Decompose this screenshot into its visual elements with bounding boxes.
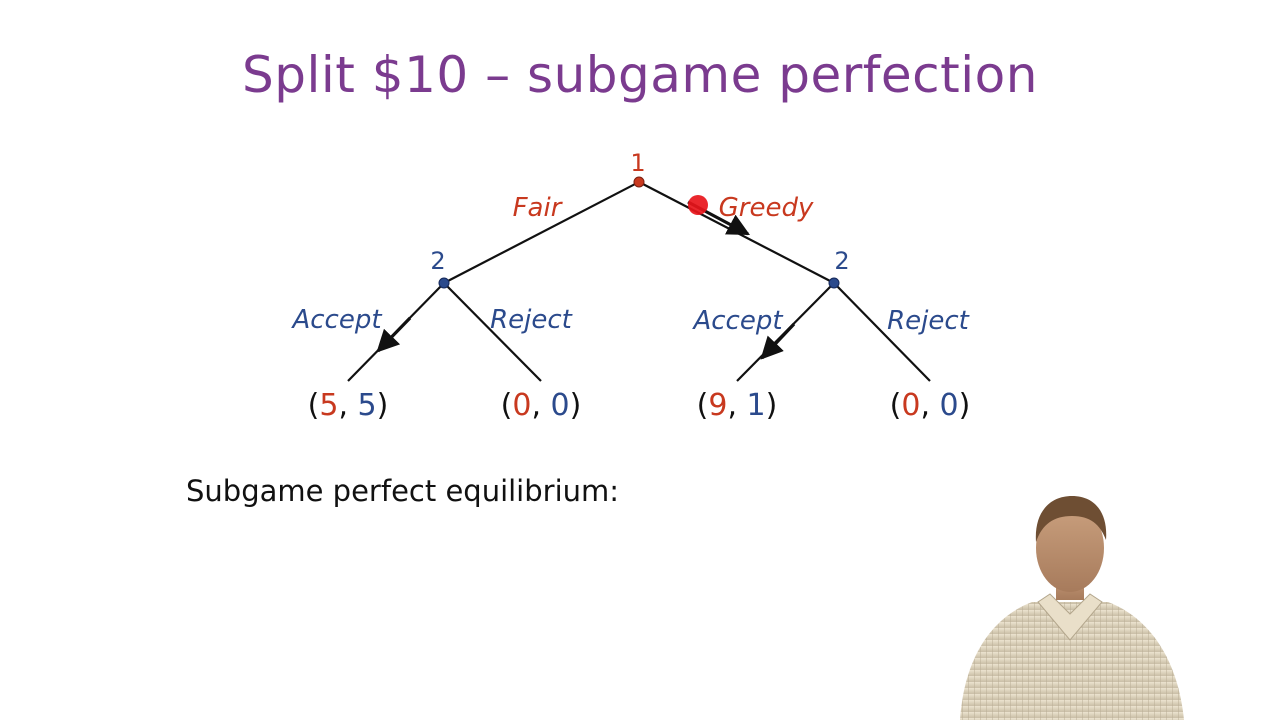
- action-right-reject-label: Reject: [887, 306, 970, 336]
- edge-left-reject: [443, 282, 542, 382]
- laser-pointer-icon: [688, 195, 708, 215]
- action-greedy-label: Greedy: [719, 193, 814, 223]
- payoff-greedy-reject: (0, 0): [890, 388, 971, 423]
- left-node: [438, 277, 450, 289]
- action-fair-label: Fair: [513, 193, 564, 223]
- equilibrium-heading: Subgame perfect equilibrium:: [186, 474, 620, 508]
- presenter-collar: [1037, 593, 1103, 641]
- edge-fair: [443, 181, 640, 284]
- action-left-accept-label: Accept: [290, 305, 382, 335]
- action-right-accept-label: Accept: [691, 306, 783, 336]
- presenter-body: [960, 602, 1184, 720]
- presenter-head: [1036, 504, 1104, 592]
- edge-left-accept-highlight: [376, 316, 412, 353]
- payoff-fair-reject: (0, 0): [501, 388, 582, 423]
- payoff-fair-accept: (5, 5): [308, 388, 389, 423]
- root-node: [633, 176, 645, 188]
- presenter-hair: [1035, 496, 1107, 542]
- edge-right-reject: [833, 282, 931, 382]
- edge-right-accept-highlight: [760, 322, 796, 360]
- presenter-video: [960, 496, 1184, 720]
- slide-title: Split $10 – subgame perfection: [242, 46, 1038, 104]
- action-left-reject-label: Reject: [490, 305, 573, 335]
- right-player-label: 2: [834, 247, 849, 275]
- right-node: [828, 277, 840, 289]
- left-player-label: 2: [430, 247, 445, 275]
- payoff-greedy-accept: (9, 1): [697, 388, 778, 423]
- root-player-label: 1: [630, 149, 645, 177]
